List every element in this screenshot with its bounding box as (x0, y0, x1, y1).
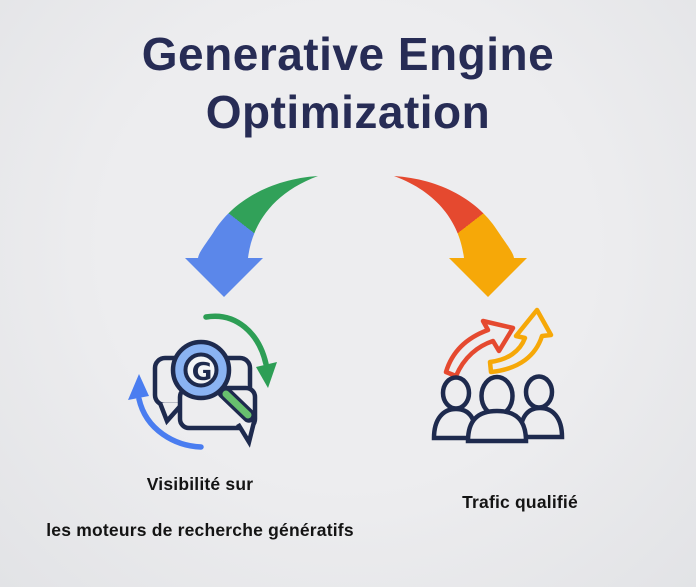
right-caption: Trafic qualifié (404, 492, 636, 513)
right-curved-arrow (394, 176, 527, 297)
person-center-icon (465, 374, 529, 444)
title-line-1: Generative Engine (141, 28, 555, 80)
google-g-letter: G (192, 357, 213, 386)
qualified-traffic-icon (431, 307, 565, 444)
title-line-2: Optimization (205, 86, 491, 138)
growth-arrow-red-icon (443, 318, 516, 379)
right-caption-text: Trafic qualifié (462, 492, 578, 512)
cycle-arrow-down-icon (203, 313, 269, 367)
cycle-arrow-up-icon (136, 396, 204, 450)
speech-bubble-front-tail (236, 421, 257, 448)
left-caption: Visibilité sur les moteurs de recherche … (8, 474, 392, 541)
magnifier-handle (222, 390, 252, 419)
left-caption-line-2: les moteurs de recherche génératifs (46, 520, 354, 540)
cycle-arrow-up-head (128, 374, 149, 400)
growth-arrow-yellow-icon (487, 307, 554, 375)
person-right-icon (517, 374, 565, 440)
page-title: Generative Engine Optimization (0, 25, 696, 141)
cycle-arrow-down-head (256, 362, 277, 388)
left-caption-line-1: Visibilité sur (146, 474, 254, 494)
magnifier-lens (183, 352, 219, 388)
generative-search-icon: G (128, 313, 277, 450)
left-curved-arrow (185, 176, 318, 297)
speech-bubble-back-tail (157, 401, 185, 426)
